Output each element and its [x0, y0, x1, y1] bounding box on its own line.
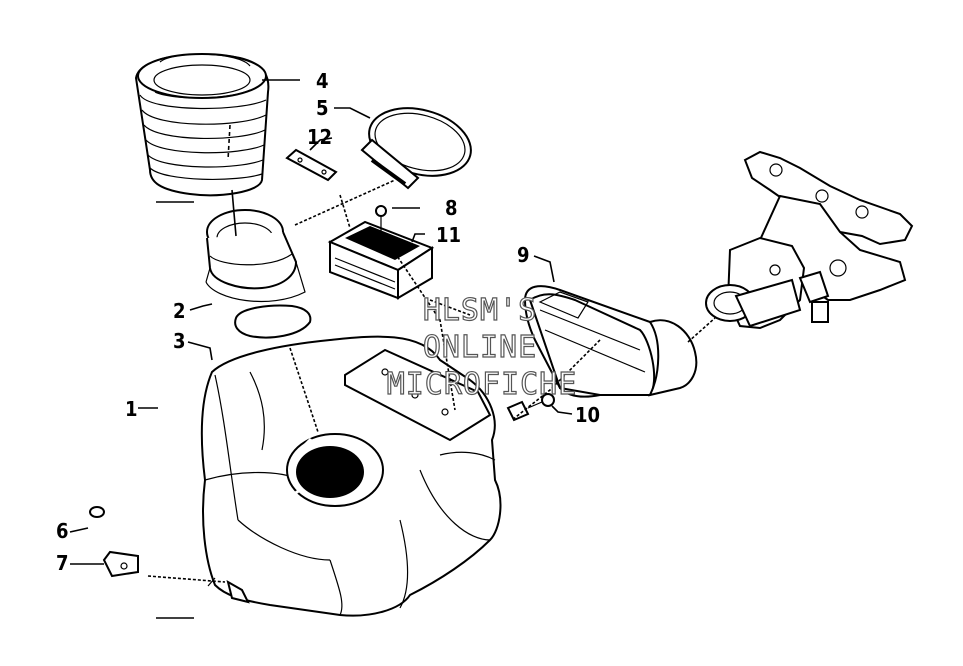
watermark: HLSM'S ONLINE MICROFICHE	[386, 292, 578, 402]
callout-10: 10	[575, 403, 600, 427]
callout-11: 11	[436, 223, 461, 247]
seal-ring	[234, 304, 312, 339]
callout-2: 2	[173, 299, 186, 323]
small-plate	[285, 148, 338, 182]
intake-duct	[523, 285, 698, 398]
airbox-housing	[200, 335, 502, 617]
inlet-adapter	[205, 209, 306, 303]
watermark-line-3: MICROFICHE	[387, 367, 578, 402]
fitting	[506, 393, 555, 422]
callout-4: 4	[316, 69, 329, 93]
grommet	[89, 506, 105, 518]
bracket	[102, 550, 139, 578]
intake-bellows	[134, 53, 270, 197]
callout-numbers: 1 2 3 4 5 6 7 8 9 10 11 12	[56, 69, 600, 575]
watermark-line-2: ONLINE	[423, 330, 537, 365]
watermark-line-1: HLSM'S	[423, 293, 537, 328]
callout-5: 5	[316, 96, 329, 120]
throttle-body-assembly	[705, 150, 914, 330]
callout-12: 12	[307, 125, 332, 149]
callout-3: 3	[173, 329, 186, 353]
filter-element	[327, 220, 435, 300]
callout-8: 8	[445, 196, 458, 220]
callout-1: 1	[125, 397, 138, 421]
hose-clamp	[360, 107, 472, 190]
callout-9: 9	[517, 243, 530, 267]
callout-7: 7	[56, 551, 69, 575]
screw	[375, 205, 387, 232]
callout-6: 6	[56, 519, 69, 543]
leader-lines	[69, 79, 716, 619]
